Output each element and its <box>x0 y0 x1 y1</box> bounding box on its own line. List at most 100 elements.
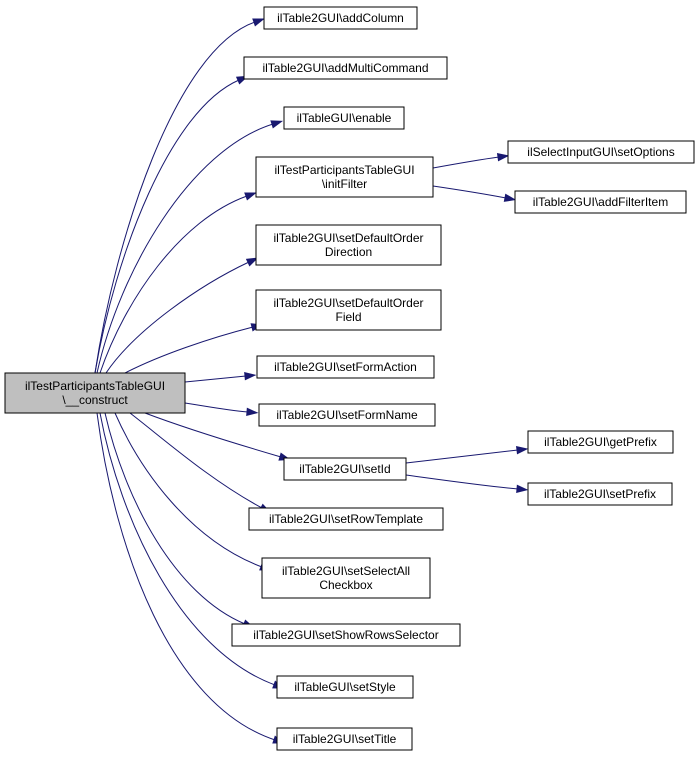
node-box <box>231 623 461 647</box>
node-box <box>243 56 448 80</box>
node-box <box>256 355 435 379</box>
edge-line <box>96 123 274 374</box>
edge-root-to-addMultiCommand <box>94 75 249 374</box>
node-setFormName[interactable]: ilTable2GUI\setFormName <box>258 403 436 427</box>
node-setId[interactable]: ilTable2GUI\setId <box>283 457 407 481</box>
node-box <box>283 106 405 130</box>
node-label: \__construct <box>62 393 128 407</box>
edge-line <box>105 261 250 374</box>
node-box <box>527 430 674 454</box>
edge-line <box>94 79 240 374</box>
edge-root-to-addColumn <box>94 18 265 374</box>
arrowhead <box>252 18 265 27</box>
node-label: ilTable2GUI\addFilterItem <box>533 195 668 209</box>
node-box <box>258 403 436 427</box>
edge-line <box>124 326 254 374</box>
edge-line <box>184 402 249 413</box>
arrowhead <box>516 446 529 455</box>
node-box <box>276 675 414 699</box>
node-initFilter[interactable]: ilTestParticipantsTableGUI\initFilter <box>255 156 434 198</box>
node-label: ilTable2GUI\setTitle <box>293 732 397 746</box>
node-addMultiCommand[interactable]: ilTable2GUI\addMultiCommand <box>243 56 448 80</box>
edge-root-to-setTitle <box>96 412 285 744</box>
edge-line <box>432 185 507 199</box>
edge-initFilter-to-setOptions <box>432 153 510 169</box>
arrowhead <box>496 153 510 162</box>
node-label: ilTestParticipantsTableGUI <box>274 163 414 177</box>
edge-root-to-setSelectAllCheckbox <box>114 412 272 571</box>
node-label: ilTable2GUI\setSelectAll <box>282 564 410 578</box>
edge-root-to-enable <box>96 120 284 374</box>
edge-line <box>432 156 500 169</box>
node-box <box>507 140 695 164</box>
arrowhead <box>244 192 257 201</box>
node-label: ilTableGUI\enable <box>297 111 392 125</box>
node-label: \initFilter <box>322 177 367 191</box>
edge-line <box>99 195 248 374</box>
edge-root-to-setShowRowsSelector <box>104 412 255 629</box>
node-box <box>255 224 442 266</box>
edge-line <box>144 412 282 458</box>
node-setFormAction[interactable]: ilTable2GUI\setFormAction <box>256 355 435 379</box>
arrowhead <box>516 484 529 494</box>
edge-root-to-setDefaultOrderField <box>124 323 264 374</box>
node-enable[interactable]: ilTableGUI\enable <box>283 106 405 130</box>
edge-line <box>99 412 276 686</box>
node-setRowTemplate[interactable]: ilTable2GUI\setRowTemplate <box>248 507 444 531</box>
edge-root-to-setDefaultOrderDirection <box>105 257 259 374</box>
node-label: ilTable2GUI\setRowTemplate <box>269 512 423 526</box>
node-label: Direction <box>325 245 372 259</box>
edge-line <box>96 412 276 741</box>
node-box <box>263 6 418 30</box>
node-box <box>527 482 673 506</box>
node-label: ilTable2GUI\setDefaultOrder <box>273 231 423 245</box>
node-label: ilTableGUI\setStyle <box>294 680 396 694</box>
arrowhead <box>245 257 259 267</box>
arrowhead <box>270 120 284 129</box>
node-label: ilTable2GUI\addColumn <box>277 11 404 25</box>
node-root[interactable]: ilTestParticipantsTableGUI\__construct <box>4 372 186 414</box>
node-label: ilTable2GUI\setDefaultOrder <box>273 296 423 310</box>
node-box <box>255 289 442 331</box>
node-setTitle[interactable]: ilTable2GUI\setTitle <box>276 727 413 751</box>
node-label: ilTable2GUI\addMultiCommand <box>262 61 428 75</box>
node-label: ilTable2GUI\setFormName <box>276 408 418 422</box>
node-box <box>261 557 431 599</box>
node-addColumn[interactable]: ilTable2GUI\addColumn <box>263 6 418 30</box>
edge-root-to-setFormName <box>184 402 259 417</box>
edge-setId-to-getPrefix <box>405 446 529 464</box>
node-box <box>283 457 407 481</box>
node-setPrefix[interactable]: ilTable2GUI\setPrefix <box>527 482 673 506</box>
edge-line <box>405 474 519 490</box>
node-setOptions[interactable]: ilSelectInputGUI\setOptions <box>507 140 695 164</box>
node-label: ilTable2GUI\getPrefix <box>544 435 657 449</box>
node-label: ilTestParticipantsTableGUI <box>25 379 165 393</box>
node-box <box>255 156 434 198</box>
edge-root-to-setFormAction <box>184 371 257 383</box>
edge-line <box>184 375 247 383</box>
node-setShowRowsSelector[interactable]: ilTable2GUI\setShowRowsSelector <box>231 623 461 647</box>
arrowhead <box>244 371 257 381</box>
node-setStyle[interactable]: ilTableGUI\setStyle <box>276 675 414 699</box>
edge-setId-to-setPrefix <box>405 474 529 494</box>
arrowhead <box>246 407 259 417</box>
node-label: ilTable2GUI\setFormAction <box>274 360 417 374</box>
node-label: ilTable2GUI\setPrefix <box>544 487 656 501</box>
edge-line <box>104 412 246 625</box>
node-label: Checkbox <box>319 578 372 592</box>
node-label: Field <box>335 310 361 324</box>
edge-root-to-initFilter <box>99 192 257 374</box>
node-box <box>514 190 687 214</box>
node-getPrefix[interactable]: ilTable2GUI\getPrefix <box>527 430 674 454</box>
arrowhead <box>503 193 517 202</box>
edge-initFilter-to-addFilterItem <box>432 185 517 202</box>
node-addFilterItem[interactable]: ilTable2GUI\addFilterItem <box>514 190 687 214</box>
edge-line <box>405 449 519 464</box>
edge-root-to-setRowTemplate <box>129 412 272 513</box>
node-box <box>276 727 413 751</box>
node-box <box>4 372 186 414</box>
